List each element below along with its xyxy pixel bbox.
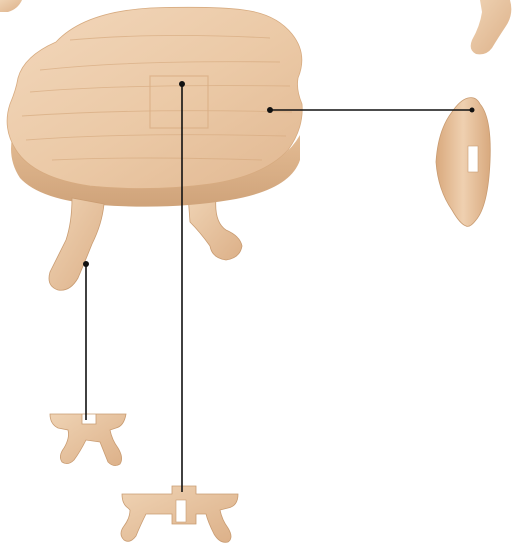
table-leg-back <box>188 195 242 260</box>
support-slot <box>468 146 478 172</box>
tabletop <box>7 7 302 188</box>
leader-dot-support <box>470 108 475 113</box>
table-leg-front <box>49 198 104 290</box>
small-leg-frame <box>50 414 126 466</box>
leader-dot-tabletop <box>267 107 273 113</box>
oval-slotted-support <box>436 98 490 227</box>
corner-fragment-right <box>471 0 512 54</box>
leader-dot-front-leg <box>83 261 89 267</box>
leader-dot-center-slot <box>179 81 185 87</box>
large-frame-slot <box>176 500 186 522</box>
corner-fragment-left <box>0 0 22 12</box>
assembled-table <box>7 7 302 290</box>
